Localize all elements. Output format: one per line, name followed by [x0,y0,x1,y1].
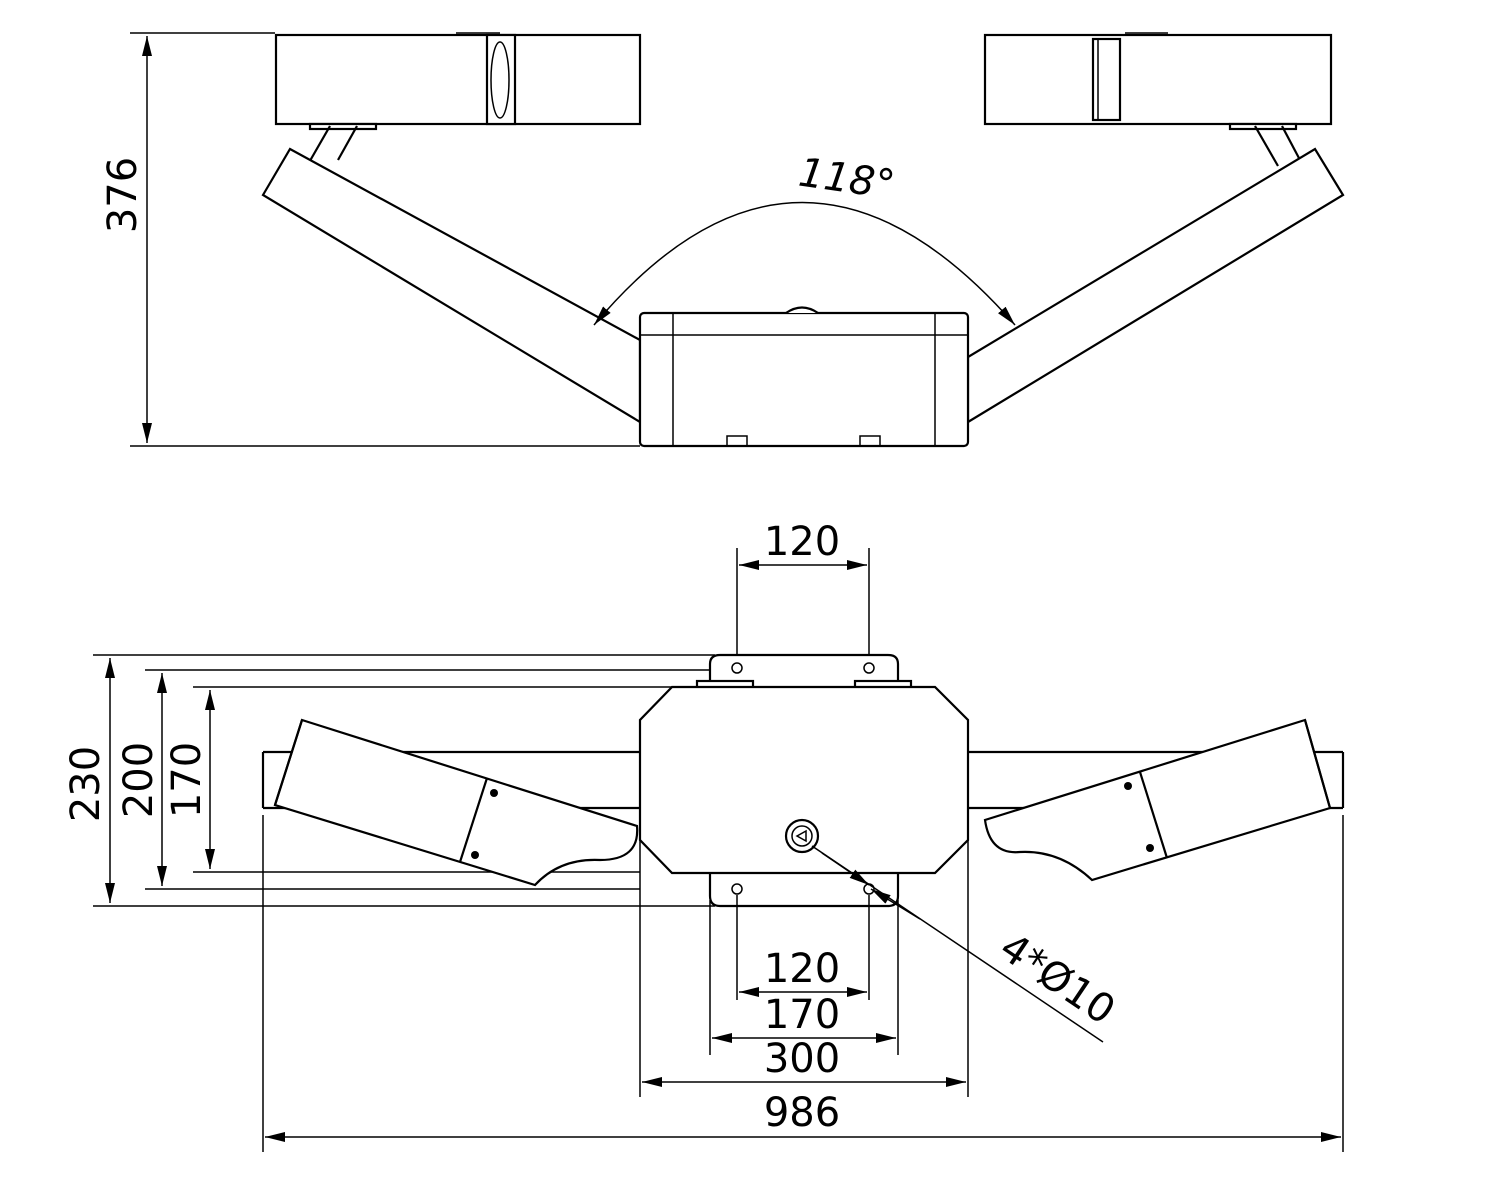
angle-dimension-label: 118° [796,150,898,209]
right-lamp-head [983,718,1332,882]
bottom-view: 120 230 200 170 [63,519,1345,1152]
top-view: 376 [100,32,1345,448]
upper-bracket [695,653,913,690]
mounting-hole [731,883,743,895]
slot-width-dimension-label: 170 [764,992,840,1038]
height-inner-dimension-label: 170 [164,742,210,818]
left-support [306,125,358,167]
left-lamp-head [273,718,639,887]
left-arm [261,147,642,424]
angle-dimension-arc [593,201,1016,326]
lower-bracket [708,870,900,908]
bracket-width-dimension-label: 300 [764,1036,840,1082]
mounting-hole [731,662,743,674]
central-body [638,685,970,875]
total-width-dimension-label: 986 [764,1090,840,1136]
left-lamp-head [274,32,642,131]
height-mid-dimension-label: 200 [116,742,162,818]
mounting-hole [863,662,875,674]
cable-gland [784,818,820,854]
height-outer-dimension-label: 230 [63,746,109,822]
height-dimension-label: 376 [100,157,146,233]
hole-callout-label: 4*Ø10 [991,924,1123,1034]
right-arm [966,147,1345,424]
central-box [638,306,970,448]
bottom-spacing-dimension-label: 120 [764,946,840,992]
right-lamp-head [983,32,1333,131]
top-spacing-dimension-label: 120 [764,519,840,565]
right-support [1254,125,1301,167]
